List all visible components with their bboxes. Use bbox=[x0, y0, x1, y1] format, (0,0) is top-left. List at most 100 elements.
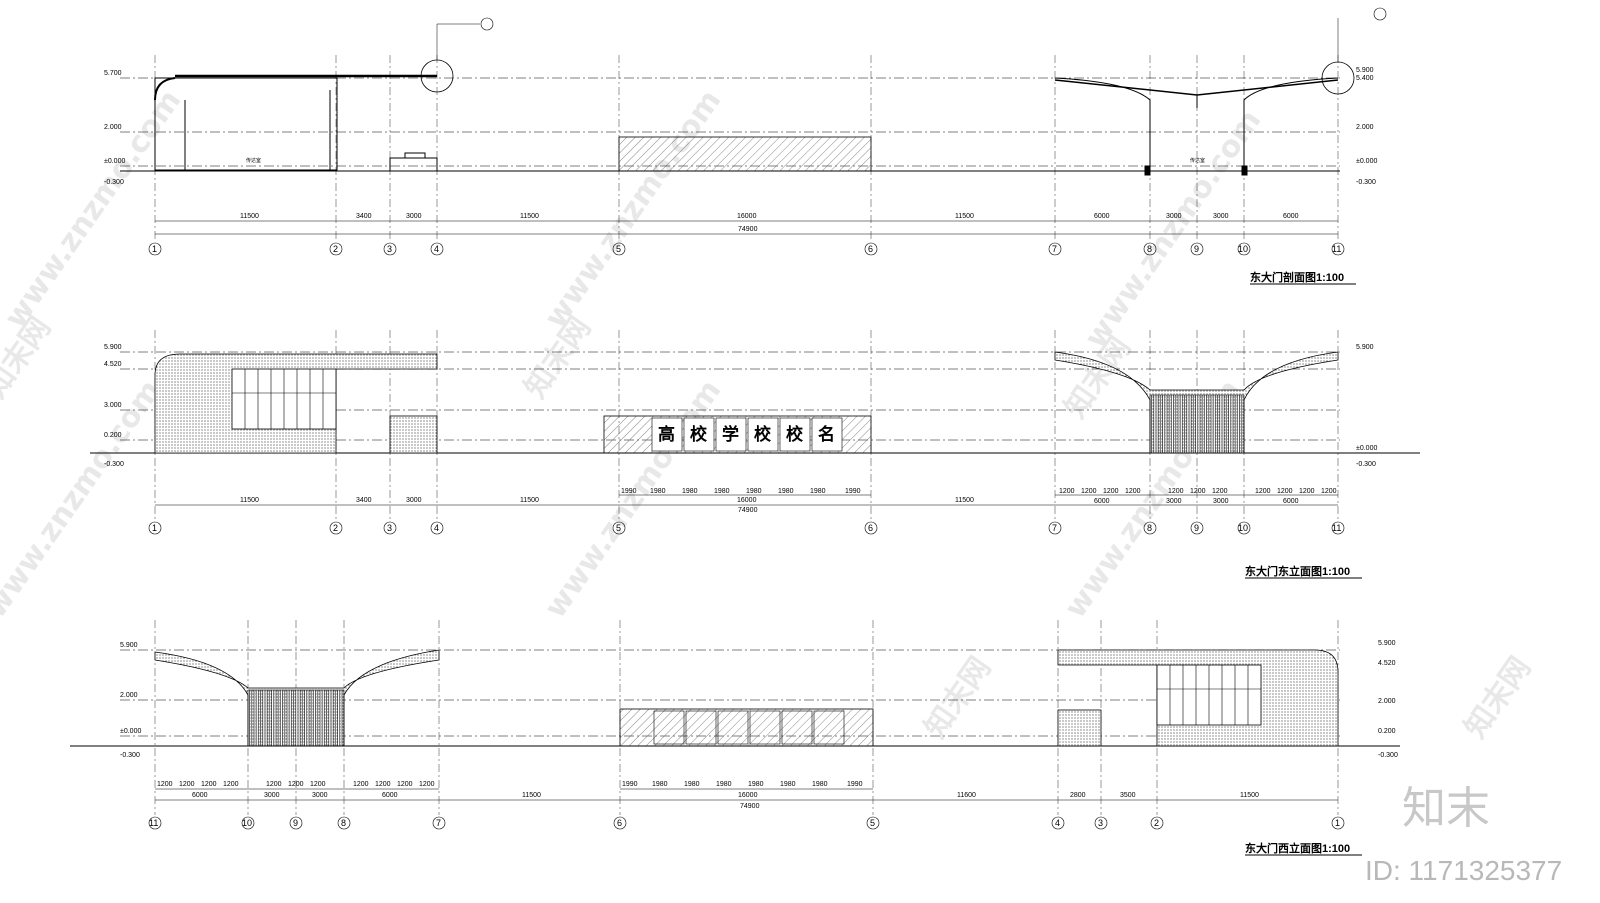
svg-text:1200: 1200 bbox=[1212, 488, 1228, 495]
school-name-sign: 高 校 学 校 校 名 bbox=[658, 424, 835, 445]
sign-dimension-row: 1990 1980 1980 1980 1980 1980 1980 1990 bbox=[621, 488, 861, 495]
svg-text:3: 3 bbox=[1098, 818, 1103, 828]
svg-text:4.520: 4.520 bbox=[104, 361, 122, 368]
svg-text:1980: 1980 bbox=[812, 781, 828, 788]
svg-text:3000: 3000 bbox=[1166, 213, 1182, 220]
svg-text:1200: 1200 bbox=[266, 781, 282, 788]
svg-text:74900: 74900 bbox=[740, 803, 760, 810]
drawing-title: 东大门西立面图1:100 bbox=[1245, 841, 1350, 855]
level-markers-right: 5.900 5.400 2.000 ±0.000 -0.300 bbox=[1356, 67, 1377, 186]
level-markers-left: 5.700 2.000 ±0.000 -0.300 bbox=[104, 70, 125, 186]
svg-text:1200: 1200 bbox=[1277, 488, 1293, 495]
dimension-row: 11500 16000 11600 2800 3500 11500 74900 bbox=[522, 792, 1259, 810]
svg-text:1990: 1990 bbox=[847, 781, 863, 788]
canopy-dimension-row: 1200 1200 1200 1200 1200 1200 1200 1200 … bbox=[1059, 488, 1337, 505]
svg-text:3000: 3000 bbox=[1166, 498, 1182, 505]
level-markers-left: 5.900 4.520 3.000 0.200 -0.300 bbox=[104, 344, 124, 468]
svg-text:8: 8 bbox=[341, 818, 346, 828]
svg-text:1200: 1200 bbox=[353, 781, 369, 788]
svg-text:0.200: 0.200 bbox=[104, 432, 122, 439]
svg-text:-0.300: -0.300 bbox=[104, 179, 124, 186]
svg-text:5: 5 bbox=[616, 523, 621, 533]
watermark-site: www.znzmo.com bbox=[0, 84, 188, 335]
svg-text:9: 9 bbox=[1194, 244, 1199, 254]
svg-text:4: 4 bbox=[434, 523, 439, 533]
svg-text:11: 11 bbox=[149, 818, 158, 828]
wall-section bbox=[618, 136, 872, 172]
svg-text:6000: 6000 bbox=[1094, 498, 1110, 505]
svg-text:10: 10 bbox=[242, 818, 252, 828]
svg-text:3000: 3000 bbox=[1213, 498, 1229, 505]
school-sign-wall bbox=[619, 708, 874, 747]
svg-text:10: 10 bbox=[1238, 244, 1248, 254]
svg-text:2.000: 2.000 bbox=[104, 124, 122, 131]
svg-text:1200: 1200 bbox=[1321, 488, 1337, 495]
svg-text:6: 6 bbox=[617, 818, 622, 828]
svg-text:6: 6 bbox=[868, 244, 873, 254]
svg-text:7: 7 bbox=[436, 818, 441, 828]
svg-text:11500: 11500 bbox=[1240, 792, 1259, 799]
svg-text:6000: 6000 bbox=[1283, 498, 1299, 505]
svg-text:11: 11 bbox=[1332, 244, 1341, 254]
svg-text:1200: 1200 bbox=[397, 781, 413, 788]
sign-panels bbox=[651, 417, 843, 452]
svg-text:9: 9 bbox=[1194, 523, 1199, 533]
svg-text:1980: 1980 bbox=[778, 488, 794, 495]
svg-text:1200: 1200 bbox=[223, 781, 239, 788]
svg-text:1: 1 bbox=[152, 523, 157, 533]
svg-text:8: 8 bbox=[1147, 244, 1152, 254]
svg-text:1200: 1200 bbox=[288, 781, 304, 788]
svg-text:1200: 1200 bbox=[1125, 488, 1141, 495]
svg-text:7: 7 bbox=[1052, 244, 1057, 254]
watermark-brand: 知末网 bbox=[918, 651, 998, 745]
dimension-row: 11500 3400 3000 11500 16000 11500 6000 3… bbox=[240, 213, 1299, 233]
svg-text:3000: 3000 bbox=[406, 213, 422, 220]
svg-text:1200: 1200 bbox=[1299, 488, 1315, 495]
canopy-column bbox=[247, 689, 345, 747]
west-elevation-drawing: 5.900 2.000 ±0.000 -0.300 5.900 4.520 2.… bbox=[70, 620, 1400, 856]
svg-text:2: 2 bbox=[333, 523, 338, 533]
svg-text:5.900: 5.900 bbox=[120, 642, 138, 649]
svg-text:3500: 3500 bbox=[1120, 792, 1136, 799]
svg-text:1980: 1980 bbox=[714, 488, 730, 495]
svg-text:2.000: 2.000 bbox=[1378, 698, 1396, 705]
svg-text:3: 3 bbox=[387, 523, 392, 533]
svg-text:16000: 16000 bbox=[738, 792, 758, 799]
svg-text:11: 11 bbox=[1332, 523, 1341, 533]
svg-text:1980: 1980 bbox=[650, 488, 666, 495]
svg-text:16000: 16000 bbox=[737, 497, 757, 504]
svg-text:1200: 1200 bbox=[1081, 488, 1097, 495]
svg-text:11500: 11500 bbox=[240, 213, 259, 220]
svg-text:±0.000: ±0.000 bbox=[1356, 158, 1377, 165]
svg-text:高: 高 bbox=[658, 424, 675, 445]
svg-text:6000: 6000 bbox=[192, 792, 208, 799]
brand-logo: 知末 bbox=[1402, 783, 1490, 834]
canopy-column bbox=[1149, 394, 1245, 454]
svg-text:2800: 2800 bbox=[1070, 792, 1086, 799]
axis-markers: 11 10 9 8 7 6 5 4 3 2 1 bbox=[148, 816, 1345, 830]
svg-text:6000: 6000 bbox=[1283, 213, 1299, 220]
svg-text:1200: 1200 bbox=[419, 781, 435, 788]
svg-text:4: 4 bbox=[1055, 818, 1060, 828]
svg-text:8: 8 bbox=[1147, 523, 1152, 533]
sign-dimension-row: 1990 1980 1980 1980 1980 1980 1980 1990 bbox=[622, 781, 863, 788]
svg-text:1200: 1200 bbox=[1103, 488, 1119, 495]
svg-text:1200: 1200 bbox=[157, 781, 173, 788]
svg-text:3400: 3400 bbox=[356, 213, 372, 220]
svg-text:3000: 3000 bbox=[312, 792, 328, 799]
svg-text:1200: 1200 bbox=[310, 781, 326, 788]
svg-text:11500: 11500 bbox=[955, 497, 974, 504]
watermark-site: www.znzmo.com bbox=[1078, 104, 1268, 355]
axis-markers: 1 2 3 4 5 6 7 8 9 10 11 bbox=[148, 521, 1345, 535]
svg-text:1990: 1990 bbox=[845, 488, 861, 495]
svg-text:1200: 1200 bbox=[201, 781, 217, 788]
room-label: 传达室 bbox=[246, 157, 261, 164]
svg-text:1200: 1200 bbox=[375, 781, 391, 788]
drawing-title: 东大门剖面图1:100 bbox=[1250, 270, 1344, 284]
level-markers-right: 5.900 ±0.000 -0.300 bbox=[1356, 344, 1377, 468]
dimension-row: 11500 3400 3000 11500 16000 11500 74900 bbox=[240, 497, 974, 514]
svg-text:6000: 6000 bbox=[382, 792, 398, 799]
svg-text:1: 1 bbox=[1335, 818, 1340, 828]
axis-markers: 1 2 3 4 5 6 7 8 9 10 11 bbox=[148, 242, 1345, 256]
svg-text:11500: 11500 bbox=[520, 213, 539, 220]
